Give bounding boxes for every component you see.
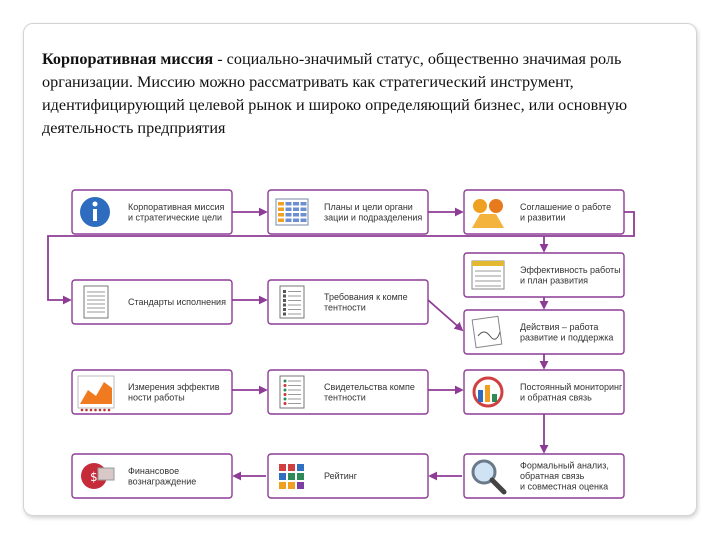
process-box: Планы и цели организации и подразделения bbox=[267, 189, 429, 235]
process-box-label: и совместная оценка bbox=[520, 482, 608, 492]
process-box-frame bbox=[463, 453, 625, 499]
money-icon: $ bbox=[81, 463, 115, 489]
monitor-icon bbox=[472, 376, 504, 408]
process-box-label: Эффективность работы bbox=[520, 265, 621, 275]
handshake-icon bbox=[472, 199, 504, 228]
notes-icon bbox=[471, 315, 503, 349]
process-box-frame bbox=[267, 279, 429, 325]
bar-chart-icon bbox=[77, 375, 115, 412]
process-box-frame bbox=[267, 369, 429, 415]
process-box-label: Формальный анализ, bbox=[520, 461, 609, 471]
form-icon bbox=[471, 260, 505, 290]
process-box-label: зации и подразделения bbox=[324, 212, 422, 222]
process-box: Стандарты исполнения bbox=[71, 279, 233, 325]
process-box-label: вознаграждение bbox=[128, 476, 196, 486]
process-box-label: Финансовое bbox=[128, 466, 179, 476]
process-box-label: и развитии bbox=[520, 212, 566, 222]
process-box-label: Постоянный мониторинг bbox=[520, 382, 623, 392]
certificate-icon bbox=[279, 375, 305, 409]
connector-arrow bbox=[427, 299, 464, 332]
rating-icon bbox=[279, 464, 304, 489]
process-box-label: ности работы bbox=[128, 392, 185, 402]
document-icon bbox=[83, 285, 109, 319]
process-box-frame bbox=[71, 453, 233, 499]
process-box-label: и обратная связь bbox=[520, 392, 592, 402]
process-box-frame bbox=[463, 189, 625, 235]
process-box-label: Планы и цели органи bbox=[324, 202, 413, 212]
checklist-icon bbox=[279, 285, 305, 319]
process-box-frame bbox=[71, 279, 233, 325]
svg-text:$: $ bbox=[90, 470, 98, 484]
connectors bbox=[47, 207, 635, 481]
mission-definition: - социально-значимый статус, общественно… bbox=[42, 50, 628, 137]
process-box-label: Соглашение о работе bbox=[520, 202, 611, 212]
process-box-label: Измерения эффектив bbox=[128, 382, 220, 392]
process-box-label: и стратегические цели bbox=[128, 212, 222, 222]
process-box-label: Корпоративная миссия bbox=[128, 202, 224, 212]
process-box-label: Стандарты исполнения bbox=[128, 297, 226, 307]
process-box-frame bbox=[267, 453, 429, 499]
process-box-label: Требования к компе bbox=[324, 292, 408, 302]
mission-term: Корпоративная миссия bbox=[42, 50, 214, 68]
process-box-label: развитие и поддержка bbox=[520, 332, 613, 342]
process-box-label: Действия – работа bbox=[520, 322, 598, 332]
process-box-frame bbox=[463, 369, 625, 415]
magnifier-icon bbox=[471, 459, 507, 495]
spreadsheet-icon bbox=[275, 198, 309, 226]
process-box-label: Рейтинг bbox=[324, 471, 358, 481]
process-box-label: обратная связь bbox=[520, 471, 585, 481]
process-box: Рейтинг bbox=[267, 453, 429, 499]
process-box-label: тентности bbox=[324, 302, 366, 312]
process-box-label: и план развития bbox=[520, 275, 588, 285]
process-box-label: тентности bbox=[324, 392, 366, 402]
process-box-label: Свидетельства компе bbox=[324, 382, 415, 392]
mission-definition-text: Корпоративная миссия - социально-значимы… bbox=[42, 48, 682, 140]
process-box-frame bbox=[71, 189, 233, 235]
process-box-frame bbox=[463, 309, 625, 355]
connector-arrow bbox=[47, 211, 635, 305]
info-icon bbox=[80, 197, 110, 227]
